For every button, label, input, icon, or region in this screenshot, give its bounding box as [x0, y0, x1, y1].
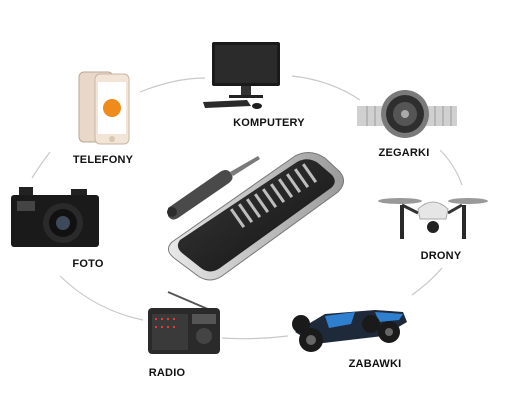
category-label-zabawki: ZABAWKI — [348, 358, 402, 370]
desktop-computer-icon — [203, 42, 280, 109]
smartphone-icon — [78, 71, 130, 145]
wristwatch-icon — [357, 90, 457, 138]
category-label-radio: RADIO — [148, 367, 186, 379]
category-telefony[interactable] — [77, 70, 133, 146]
rc-car-icon — [292, 310, 407, 352]
drone-icon — [378, 198, 488, 239]
center-toolkit — [160, 150, 345, 285]
category-foto[interactable] — [9, 183, 101, 251]
category-radio[interactable] — [146, 290, 222, 356]
category-komputery[interactable] — [203, 40, 283, 112]
category-label-zegarki: ZEGARKI — [378, 147, 430, 159]
category-drony[interactable] — [378, 183, 488, 245]
category-label-komputery: KOMPUTERY — [233, 117, 305, 129]
category-zabawki[interactable] — [285, 302, 413, 358]
category-label-foto: FOTO — [72, 258, 104, 270]
category-zegarki[interactable] — [357, 88, 457, 140]
radio-icon — [148, 291, 220, 354]
category-label-drony: DRONY — [420, 250, 462, 262]
camera-icon — [11, 187, 99, 247]
category-label-telefony: TELEFONY — [72, 154, 134, 166]
screwdriver-toolkit-icon — [167, 152, 344, 281]
